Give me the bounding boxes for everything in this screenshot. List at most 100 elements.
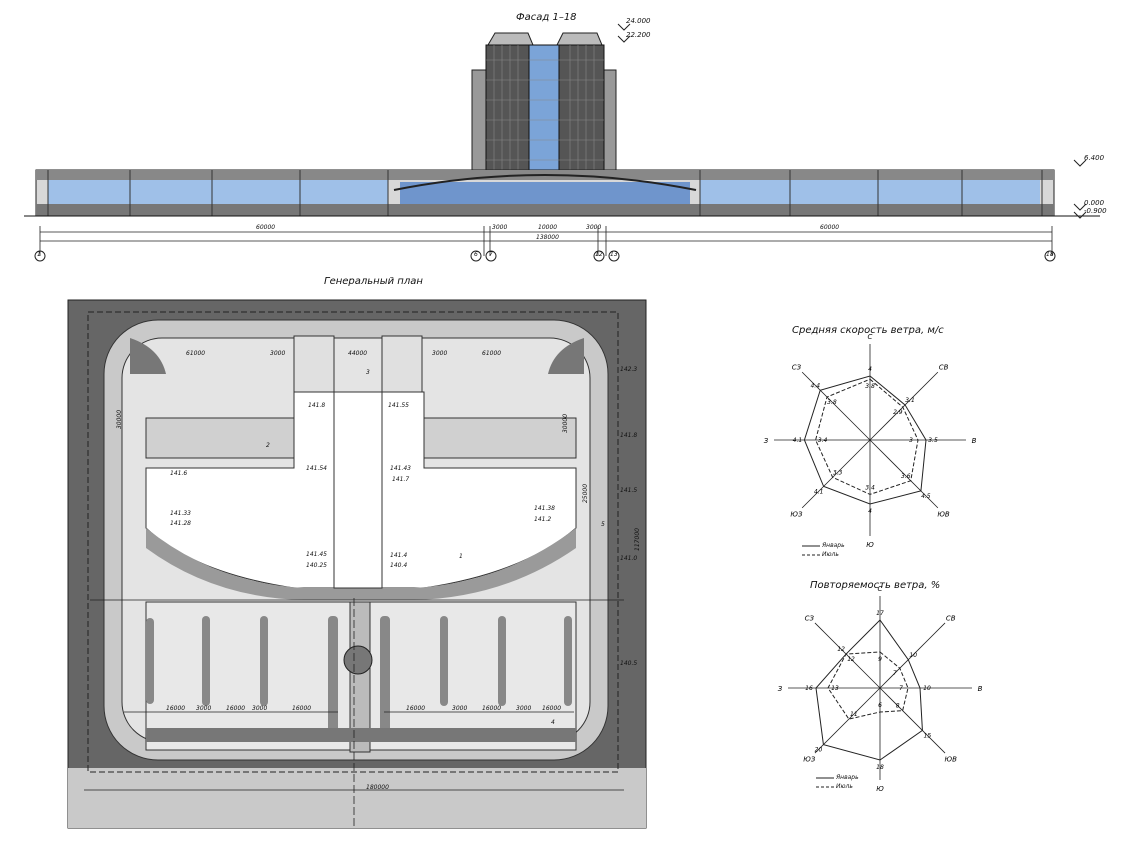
wind-speed-jan-value-6: 4.1 (793, 437, 803, 444)
wind-speed-jul-value-2: 3 (909, 437, 913, 444)
wind-freq-dir-label-1: СВ (946, 614, 956, 622)
wind-speed-dir-label-1: СВ (939, 363, 949, 371)
elev-1: 141.8 (308, 402, 326, 409)
plan-dim-top-2: 3000 (270, 350, 286, 357)
dim-right-wing: 60000 (820, 224, 840, 231)
wind-freq-legend-lines (816, 777, 834, 788)
wind-freq-dir-label-7: СЗ (805, 614, 815, 622)
facade-axis-markers (34, 250, 1056, 262)
wind-speed-dir-label-2: В (972, 437, 977, 445)
wind-freq-jul-value-1: 7 (893, 670, 897, 677)
elev-14: 140.4 (390, 562, 408, 569)
level-6400: 6.400 (1084, 154, 1105, 162)
level-minus-0900: -0.900 (1084, 207, 1107, 215)
plan-dim-top-1: 61000 (186, 350, 206, 357)
plan-level-right-3: 141.5 (620, 487, 638, 494)
plan-dim-side-1: 30000 (116, 409, 124, 430)
elev-2: 141.55 (388, 402, 409, 409)
facade-title: Фасад 1–18 (516, 12, 577, 23)
plan-marker-3: 3 (366, 369, 370, 376)
wind-freq-jul-value-3: 8 (896, 703, 900, 710)
wind-freq-jan-value-3: 15 (924, 732, 932, 739)
wind-speed-jul-value-1: 2.9 (893, 409, 903, 416)
plan-dim-top-4: 3000 (432, 350, 448, 357)
dim-tower-gap-left: 3000 (492, 224, 508, 231)
wind-speed-dir-label-6: З (764, 437, 769, 445)
wind-speed-legend-lines (802, 545, 820, 556)
plan-dim-bottom-8: 16000 (482, 705, 502, 712)
level-marks (617, 23, 1087, 219)
elev-10: 141.7 (392, 476, 410, 483)
wind-speed-jul-value-4: 3.4 (865, 484, 875, 491)
plan-level-right-1: 142.3 (620, 366, 638, 373)
plan-dim-side-2: 30000 (562, 413, 570, 434)
plan-marker-1: 1 (459, 553, 463, 560)
wind-speed-dir-label-4: Ю (866, 541, 874, 549)
wind-freq-january-series (815, 619, 923, 761)
plan-marker-2: 2 (266, 442, 270, 449)
wind-freq-july-series (827, 651, 909, 720)
wind-freq-jan-value-2: 10 (923, 685, 931, 692)
wind-freq-jul-value-2: 7 (899, 685, 903, 692)
wind-freq-jan-value-7: 12 (837, 646, 845, 653)
wind-freq-jul-value-0: 9 (878, 656, 882, 663)
wind-freq-dir-label-0: С (878, 585, 883, 593)
elev-12: 141.28 (170, 520, 191, 527)
plan-dim-top-5: 61000 (482, 350, 502, 357)
axis-label-6: 6 (474, 251, 478, 258)
tower (471, 32, 617, 171)
wind-speed-jul-value-3: 3.6 (901, 473, 911, 480)
parking-area (145, 601, 577, 753)
wind-speed-legend-jan: Январь (822, 542, 845, 549)
plan-dim-bottom-1: 16000 (166, 705, 186, 712)
plan-dim-side-4: 117000 (633, 528, 641, 551)
wind-speed-axis-7 (801, 371, 871, 441)
plan-marker-5: 5 (601, 521, 605, 528)
axis-label-1: 1 (37, 251, 41, 258)
wind-freq-jul-value-4: 6 (878, 702, 882, 709)
plan-dim-bottom-10: 16000 (542, 705, 562, 712)
elev-8: 141.45 (306, 551, 327, 558)
wind-speed-jul-value-7: 3.8 (827, 399, 837, 406)
wind-freq-dir-label-5: ЮЗ (803, 756, 816, 764)
dim-tower: 10000 (538, 224, 558, 231)
elev-5: 141.38 (534, 505, 555, 512)
wind-freq-axis-7 (814, 622, 881, 689)
elev-3: 141.43 (390, 465, 411, 472)
wind-speed-jul-value-0: 3.8 (865, 383, 875, 390)
wind-speed-jul-value-6: 3.4 (818, 437, 828, 444)
wind-speed-dir-label-3: ЮВ (937, 511, 950, 519)
plan-dim-bottom-6: 16000 (406, 705, 426, 712)
wind-freq-legend-jan: Январь (836, 774, 859, 781)
plan-dim-bottom-4: 3000 (252, 705, 268, 712)
axis-label-12: 12 (595, 251, 603, 258)
level-24000: 24.000 (626, 17, 651, 25)
wind-freq-jan-value-1: 10 (909, 652, 917, 659)
elev-4: 141.4 (390, 552, 408, 559)
wind-freq-dir-label-2: В (978, 685, 983, 693)
wind-speed-axis-3 (869, 439, 939, 509)
plan-dim-bottom-5: 16000 (292, 705, 312, 712)
plan-dim-total-bottom: 180000 (366, 784, 389, 791)
plan-dim-bottom-2: 3000 (196, 705, 212, 712)
wind-speed-jan-value-5: 4.1 (814, 488, 824, 495)
plan-level-right-5: 140.5 (620, 660, 638, 667)
wind-freq-jul-value-5: 11 (850, 711, 858, 718)
wind-speed-jan-value-2: 3.5 (928, 437, 938, 444)
wind-freq-jan-value-5: 20 (815, 747, 823, 754)
wind-freq-axis-1 (879, 622, 946, 689)
plan-dim-bottom-3: 16000 (226, 705, 246, 712)
level-22200: 22.200 (626, 31, 651, 39)
wind-freq-legend-jul: Июль (836, 783, 853, 790)
wind-freq-axis-5 (814, 687, 881, 754)
elev-6: 141.33 (170, 510, 191, 517)
wind-freq-jan-value-6: 16 (805, 685, 813, 692)
wind-speed-jan-value-1: 3.1 (905, 397, 915, 404)
dim-left-wing: 60000 (256, 224, 276, 231)
wind-freq-jul-value-6: 13 (831, 685, 839, 692)
wind-speed-title: Средняя скорость ветра, м/с (792, 325, 944, 336)
wind-speed-jan-value-4: 4 (868, 508, 872, 515)
wind-speed-axis-5 (801, 439, 871, 509)
